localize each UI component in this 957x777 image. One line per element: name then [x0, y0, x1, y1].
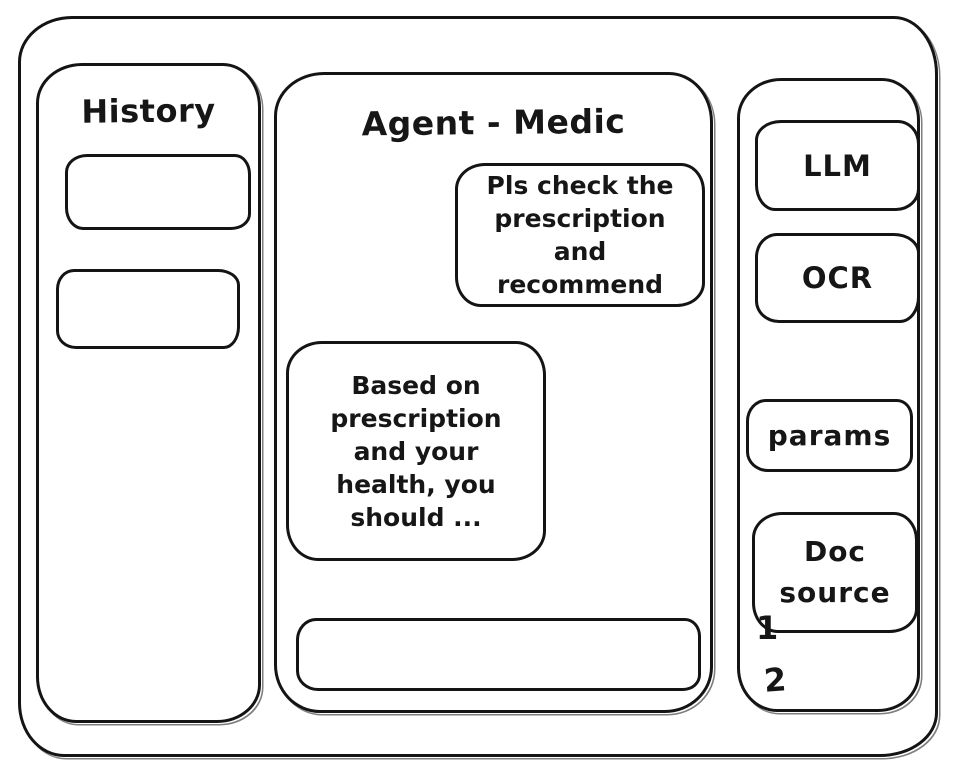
ocr-label: OCR — [801, 261, 874, 295]
llm-label: LLM — [803, 148, 872, 183]
ocr-button[interactable]: OCR — [755, 233, 920, 323]
agent-message-bubble: Based on prescription and your health, y… — [286, 341, 546, 561]
chat-title: Agent - Medic — [361, 101, 626, 144]
history-item[interactable] — [56, 269, 240, 349]
history-panel: History — [36, 63, 261, 723]
doc-source-item-2[interactable]: 2 — [762, 660, 788, 700]
doc-source-label: Doc source — [779, 534, 891, 609]
llm-button[interactable]: LLM — [755, 120, 920, 211]
tools-panel: LLM OCR params Doc source 1 2 — [737, 78, 920, 712]
chat-panel: Agent - Medic Pls check the prescription… — [274, 72, 713, 713]
chat-input[interactable] — [296, 618, 701, 691]
history-title: History — [81, 91, 216, 131]
doc-source-button[interactable]: Doc source — [752, 512, 918, 633]
user-message-bubble: Pls check the prescription and recommend — [455, 163, 705, 307]
history-item[interactable] — [65, 154, 251, 230]
params-label: params — [767, 419, 892, 452]
params-button[interactable]: params — [746, 399, 913, 472]
agent-message-text: Based on prescription and your health, y… — [330, 370, 502, 532]
doc-source-item-1[interactable]: 1 — [756, 609, 779, 647]
user-message-text: Pls check the prescription and recommend — [486, 171, 674, 299]
